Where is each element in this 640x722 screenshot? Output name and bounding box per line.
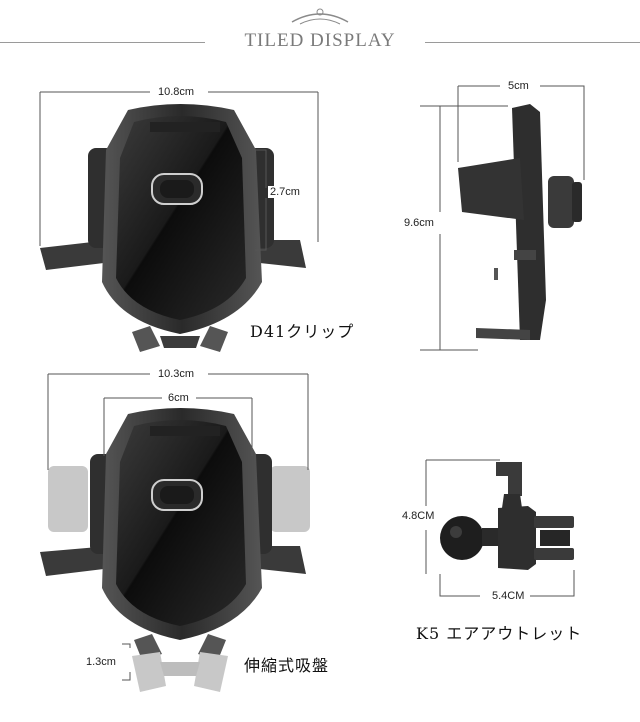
caption-d41-clip: D41クリップ [250,322,355,341]
vent-clip [440,462,574,570]
width-label-side: 5cm [506,80,531,92]
holder-front-bottom [40,408,310,692]
caption-k5-air-outlet: K5 エアアウトレット [416,624,583,643]
width-label-top-left: 10.8cm [156,86,197,98]
crest-emblem [291,8,349,25]
inner-width-label: 6cm [166,392,191,404]
clip-label: 2.7cm [268,186,302,198]
holder-front-top [40,104,306,352]
width-label-vent: 5.4CM [490,590,527,602]
height-label-vent: 4.8CM [400,510,437,522]
page-title: TILED DISPLAY [244,30,396,51]
outer-width-label: 10.3cm [156,368,197,380]
height-label-side: 9.6cm [402,217,436,229]
holder-side-view [458,104,582,340]
header-rule-left [0,42,205,43]
base-label: 1.3cm [84,656,118,668]
header-rule-right [425,42,640,43]
caption-telescopic-suction: 伸縮式吸盤 [244,656,330,675]
